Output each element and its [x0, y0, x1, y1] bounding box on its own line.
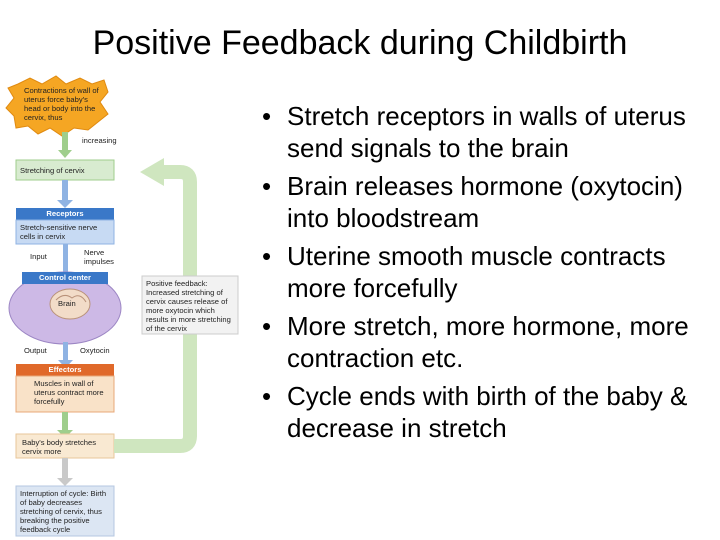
baby-stretch-text: Baby's body stretches cervix more: [22, 438, 110, 456]
feedback-note-text: Positive feedback: Increased stretching …: [146, 279, 236, 333]
bullet-item: • Cycle ends with birth of the baby & dec…: [254, 380, 714, 444]
effectors-text: Muscles in wall of uterus contract more …: [34, 379, 110, 406]
bullet-item: • Stretch receptors in walls of uterus se…: [254, 100, 714, 164]
bullet-text: Cycle ends with birth of the baby & decr…: [287, 381, 687, 443]
bullet-text: Brain releases hormone (oxytocin) into b…: [287, 171, 683, 233]
receptors-title: Receptors: [16, 208, 114, 219]
brain-label: Brain: [58, 299, 76, 308]
bullet-item: • Uterine smooth muscle contracts more fo…: [254, 240, 714, 304]
bullet-dot-icon: •: [262, 380, 271, 412]
receptors-text: Stretch-sensitive nerve cells in cervix: [20, 223, 112, 241]
bullet-list: • Stretch receptors in walls of uterus se…: [254, 100, 714, 450]
bullet-text: More stretch, more hormone, more contrac…: [287, 311, 689, 373]
increasing-label: increasing: [82, 136, 117, 145]
stretching-text: Stretching of cervix: [20, 166, 112, 175]
slide-title: Positive Feedback during Childbirth: [0, 22, 720, 64]
arrow-increasing: [62, 132, 68, 152]
output-label: Output: [24, 346, 47, 355]
bullet-item: • Brain releases hormone (oxytocin) into …: [254, 170, 714, 234]
oxytocin-label: Oxytocin: [80, 346, 110, 355]
control-center-title: Control center: [22, 272, 108, 283]
interruption-text: Interruption of cycle: Birth of baby dec…: [20, 489, 112, 534]
bullet-item: • More stretch, more hormone, more contra…: [254, 310, 714, 374]
bullet-text: Stretch receptors in walls of uterus sen…: [287, 101, 686, 163]
bullet-dot-icon: •: [262, 240, 271, 272]
bullet-dot-icon: •: [262, 310, 271, 342]
stimulus-text: Contractions of wall of uterus force bab…: [24, 86, 104, 122]
input-label: Input: [30, 252, 47, 261]
bullet-dot-icon: •: [262, 170, 271, 202]
bullet-text: Uterine smooth muscle contracts more for…: [287, 241, 666, 303]
effectors-title: Effectors: [16, 364, 114, 375]
bullet-dot-icon: •: [262, 100, 271, 132]
nerve-impulses-label: Nerve impulses: [84, 248, 118, 266]
feedback-diagram: Contractions of wall of uterus force bab…: [0, 72, 250, 540]
